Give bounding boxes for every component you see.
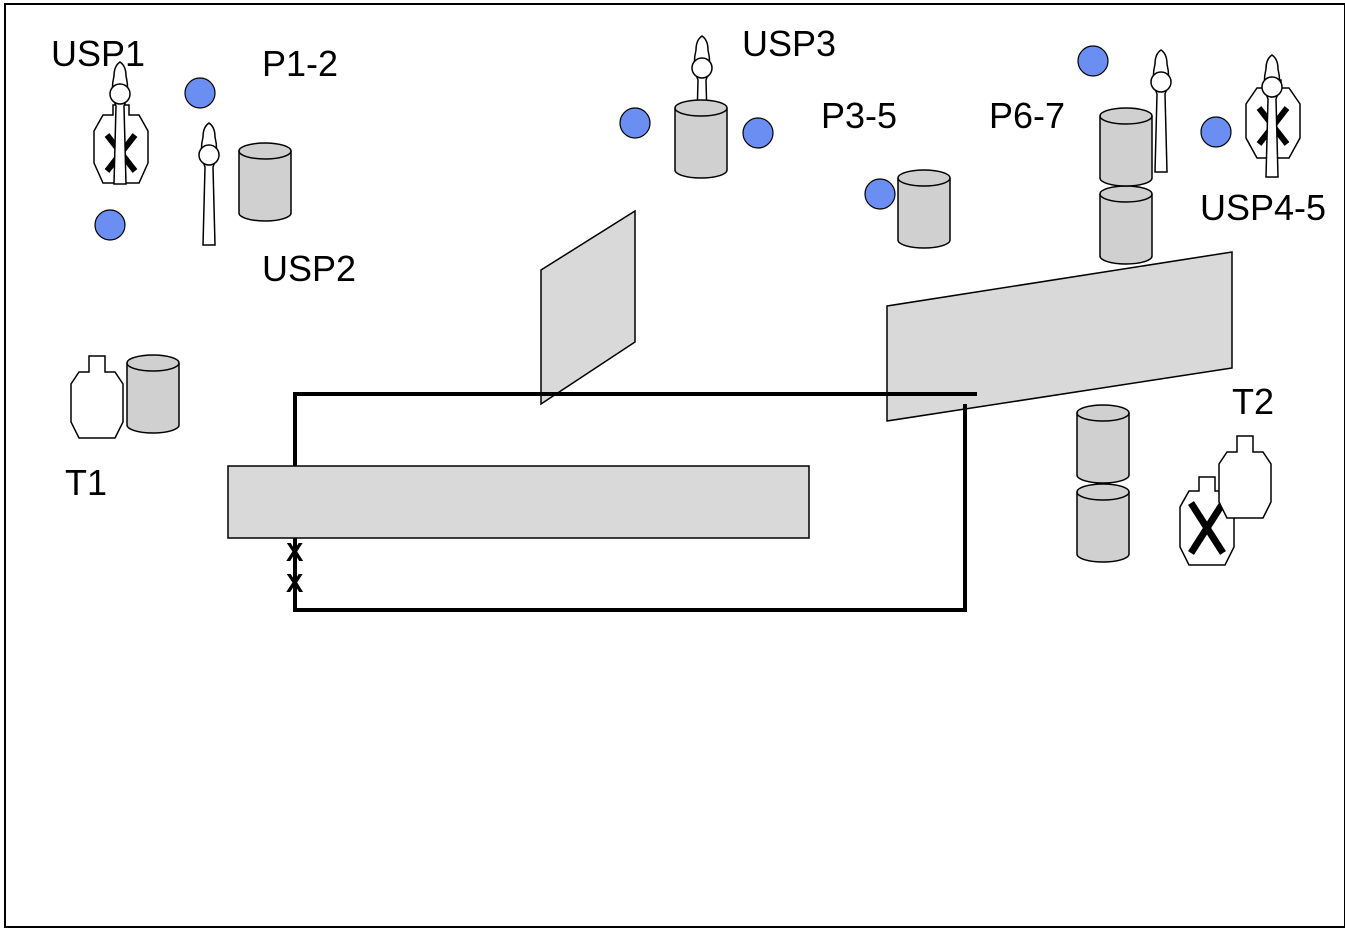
label-t1: T1 (65, 462, 108, 503)
label-p1-2: P1-2 (262, 43, 339, 84)
cardboard-target-icon (70, 355, 124, 439)
label-usp1: USP1 (51, 33, 146, 74)
label-p3-5: P3-5 (821, 95, 898, 136)
barrel-icon (238, 142, 292, 222)
steel-plate-icon (619, 107, 651, 139)
page-border (4, 3, 1345, 928)
barrel-icon (1076, 404, 1130, 484)
steel-plate-icon (1200, 116, 1232, 148)
steel-plate-icon (184, 77, 216, 109)
label-usp4-5: USP4-5 (1200, 187, 1327, 228)
cardboard-target-icon (1218, 435, 1272, 519)
steel-plate-icon (1077, 45, 1109, 77)
barrel-icon (674, 99, 728, 179)
popper-icon (198, 122, 220, 246)
steel-plate-icon (94, 209, 126, 241)
wall-long-horizontal (227, 465, 810, 539)
fault-mark: X (286, 537, 304, 567)
label-t2: T2 (1232, 381, 1275, 422)
wall-panel-right (886, 251, 1233, 422)
barrel-icon (1099, 107, 1153, 187)
label-usp3: USP3 (742, 23, 837, 64)
label-usp2: USP2 (262, 248, 357, 289)
barrel-icon (126, 354, 180, 434)
label-p6-7: P6-7 (989, 95, 1066, 136)
barrel-icon (1099, 185, 1153, 265)
popper-icon (1150, 49, 1172, 173)
shooting-box-outline (293, 392, 977, 612)
fault-mark: X (286, 568, 304, 598)
steel-plate-icon (864, 178, 896, 210)
barrel-icon (1076, 483, 1130, 563)
wall-panel-center (540, 209, 636, 406)
steel-plate-icon (742, 117, 774, 149)
barrel-icon (897, 169, 951, 249)
